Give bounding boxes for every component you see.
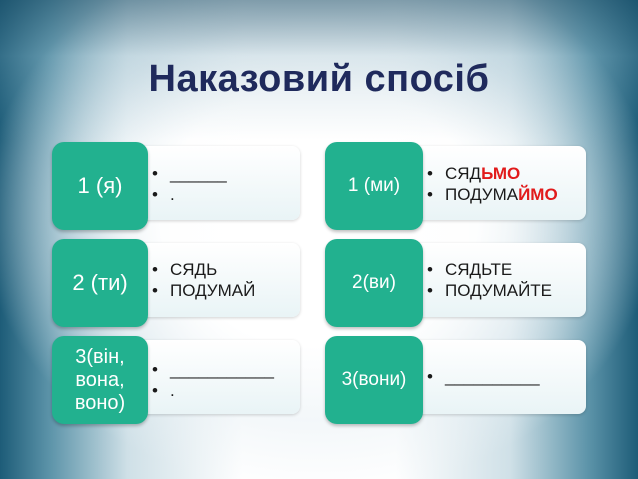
singular-2-person: 2 (ти): [52, 239, 148, 327]
plural-2-person: 2(ви): [325, 239, 423, 327]
list-item: СЯДЬМО: [427, 163, 558, 184]
list-item: ПОДУМАЙМО: [427, 184, 558, 205]
singular-2-forms: СЯДЬ ПОДУМАЙ: [152, 259, 255, 301]
plural-1-forms: СЯДЬМО ПОДУМАЙМО: [427, 163, 558, 205]
list-item: ПОДУМАЙ: [152, 280, 255, 301]
ending-highlight: ЙМО: [518, 185, 558, 204]
singular-3-forms: ___________ .: [152, 359, 274, 401]
plural-2-forms: СЯДЬТЕ ПОДУМАЙТЕ: [427, 259, 552, 301]
list-item: СЯДЬ: [152, 259, 255, 280]
plural-1-person: 1 (ми): [325, 142, 423, 230]
list-item: .: [152, 380, 274, 401]
slide-background-top: [0, 0, 638, 140]
plural-3-person: 3(вони): [325, 336, 423, 424]
plural-3-forms: __________: [427, 366, 540, 387]
list-item: СЯДЬТЕ: [427, 259, 552, 280]
list-item: .: [152, 184, 227, 205]
singular-1-person: 1 (я): [52, 142, 148, 230]
list-item: ПОДУМАЙТЕ: [427, 280, 552, 301]
ending-highlight: ЬМО: [481, 164, 521, 183]
list-item: ______: [152, 163, 227, 184]
singular-1-forms: ______ .: [152, 163, 227, 205]
list-item: ___________: [152, 359, 274, 380]
list-item: __________: [427, 366, 540, 387]
slide-title: Наказовий спосіб: [148, 58, 490, 100]
singular-3-person: 3(він, вона, воно): [52, 336, 148, 424]
